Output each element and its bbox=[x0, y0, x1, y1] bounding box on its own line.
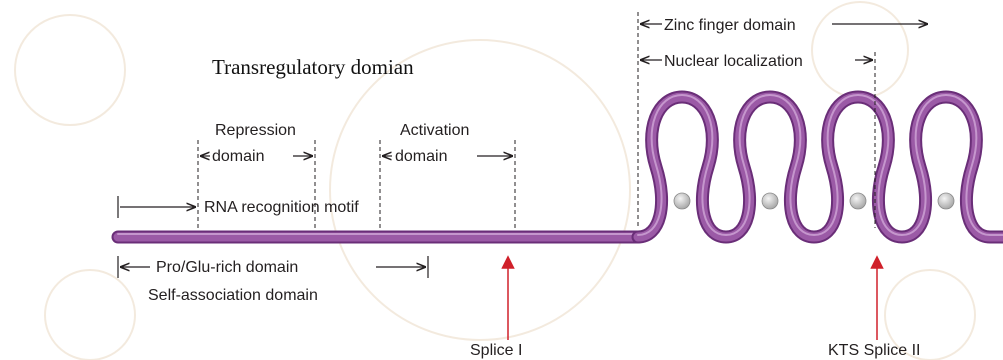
zinc-ion bbox=[762, 193, 778, 209]
splice-arrows bbox=[508, 258, 877, 340]
nuclear-localization-label: Nuclear localization bbox=[664, 53, 803, 70]
zinc-finger-domain-label: Zinc finger domain bbox=[664, 17, 796, 34]
splice-2-label: KTS Splice II bbox=[828, 342, 920, 359]
activation-label: Activation bbox=[400, 122, 469, 139]
zinc-finger-loops bbox=[638, 95, 1003, 237]
repression-domain-label: domain bbox=[212, 148, 264, 165]
zinc-finger-strand bbox=[638, 97, 1003, 237]
activation-domain-label: domain bbox=[395, 148, 447, 165]
splice-1-label: Splice I bbox=[470, 342, 522, 359]
protein-backbone bbox=[118, 234, 638, 237]
title: Transregulatory domian bbox=[212, 55, 414, 79]
rna-motif-label: RNA recognition motif bbox=[204, 199, 359, 216]
zinc-finger-strand bbox=[638, 97, 1003, 237]
repression-label: Repression bbox=[215, 122, 296, 139]
zinc-ion bbox=[938, 193, 954, 209]
zinc-finger-strand bbox=[638, 95, 1003, 235]
self-association-label: Self-association domain bbox=[148, 287, 318, 304]
zinc-ion bbox=[674, 193, 690, 209]
pro-glu-label: Pro/Glu-rich domain bbox=[156, 259, 298, 276]
zinc-ion bbox=[850, 193, 866, 209]
